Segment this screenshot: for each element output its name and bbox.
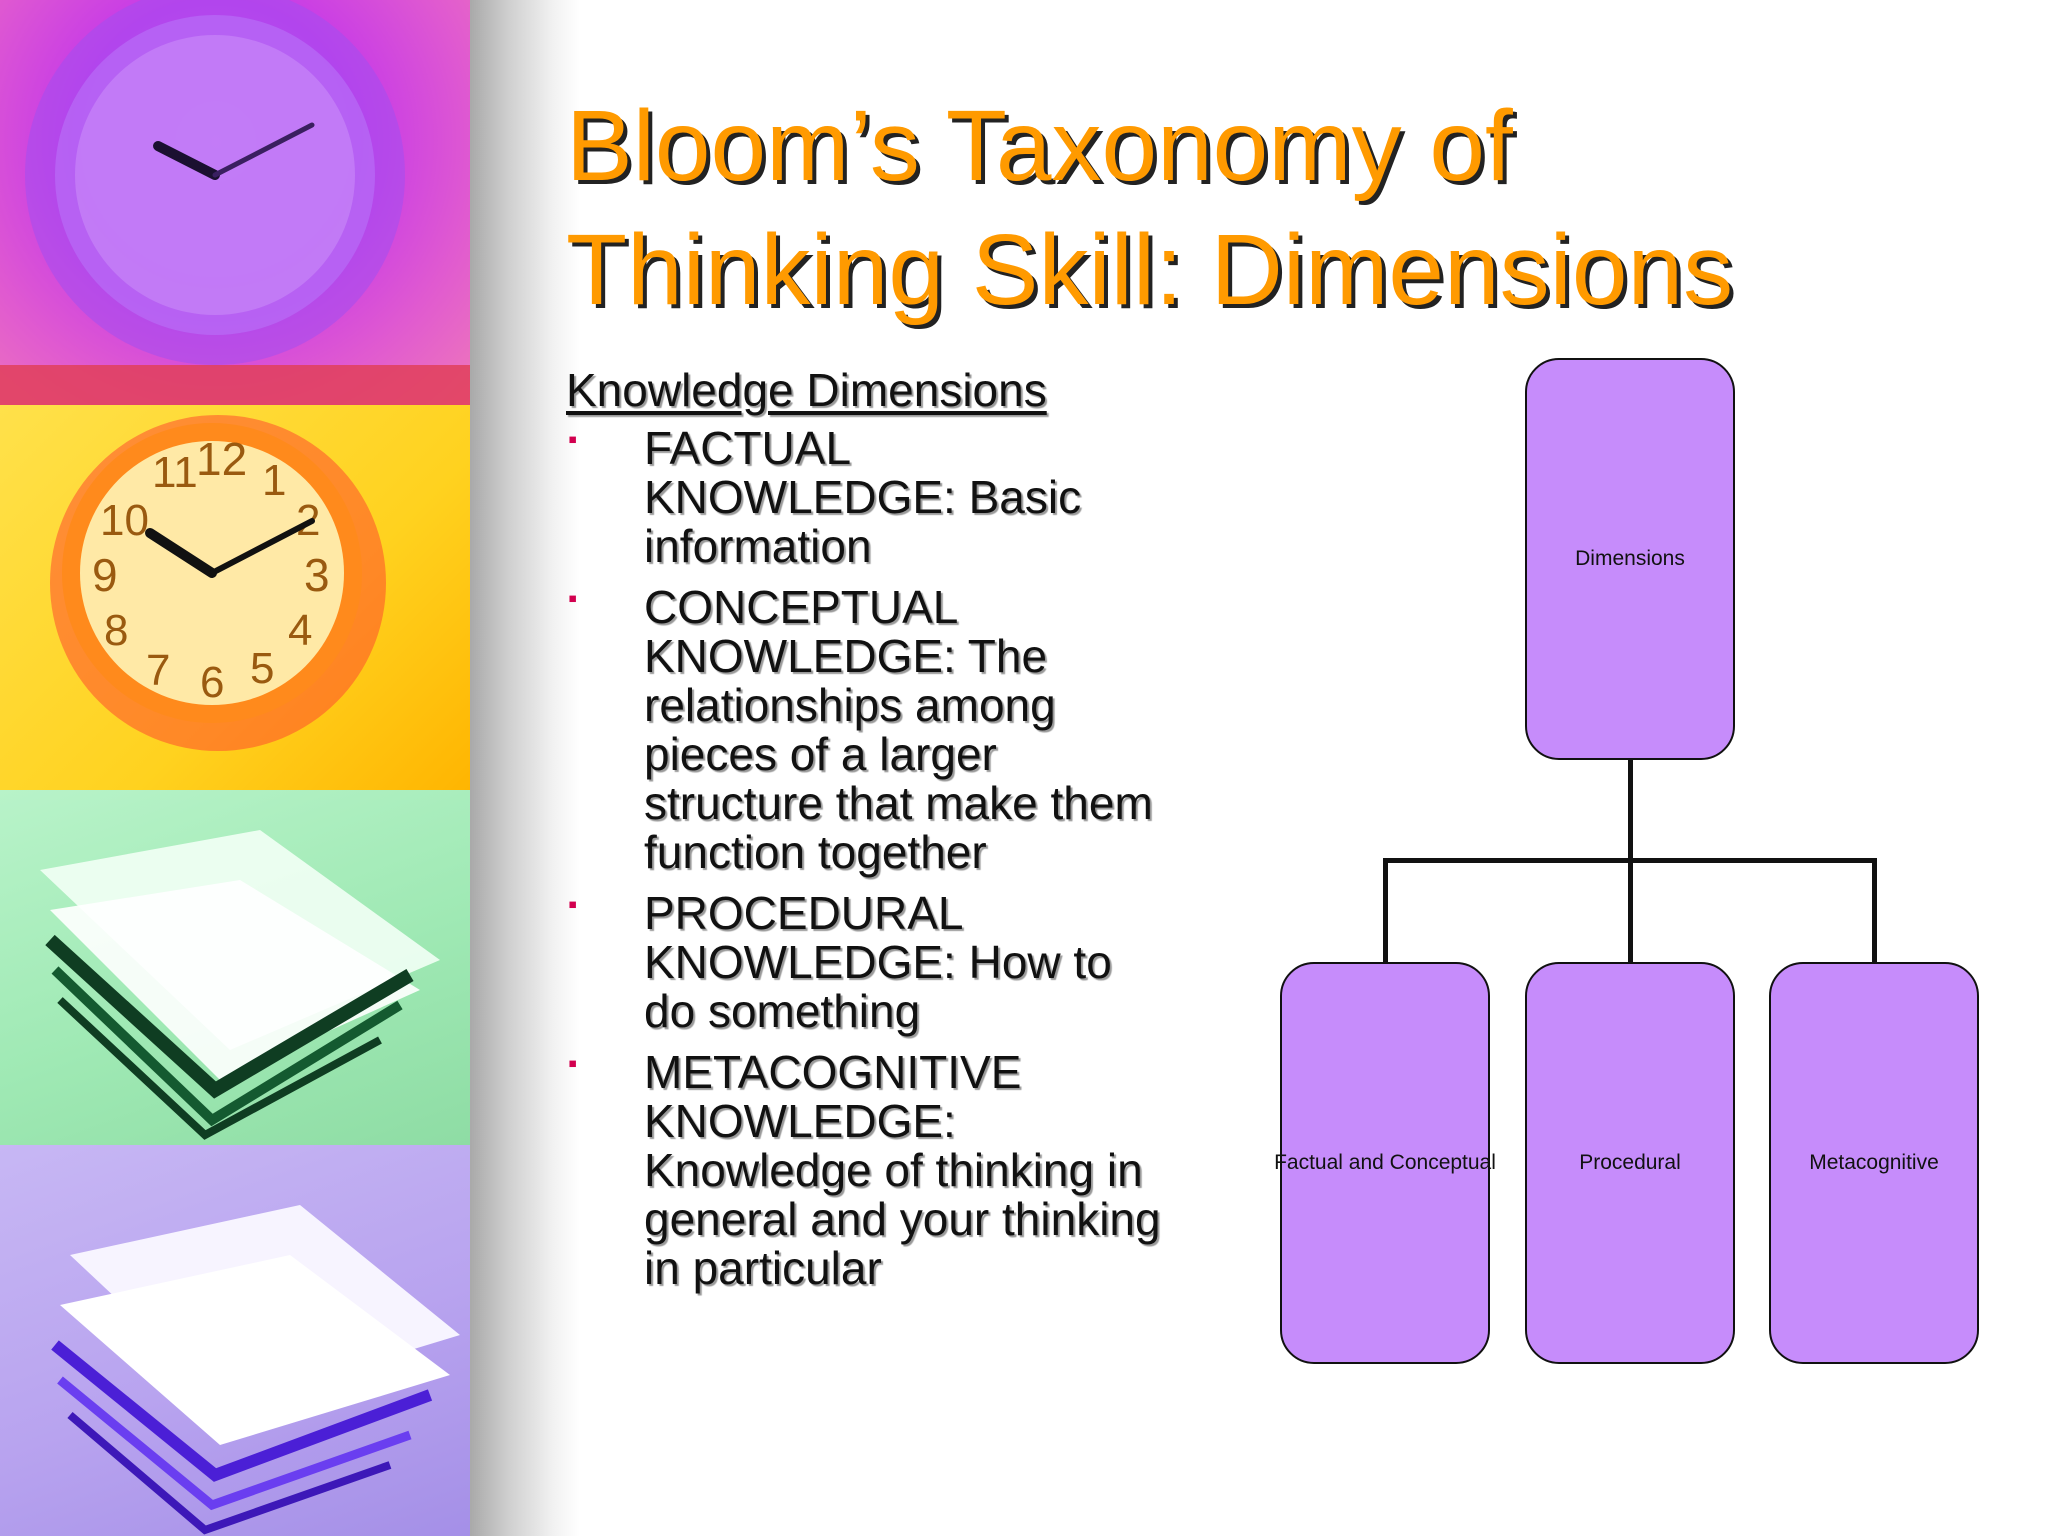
yellow-clock-image: 11 12 1 2 3 4 5 6 7 8 9 10 bbox=[0, 405, 480, 790]
bullet-line: CONCEPTUAL bbox=[644, 581, 959, 633]
connector-line bbox=[1383, 858, 1877, 863]
knowledge-dimensions-text: Knowledge Dimensions ▪ FACTUAL KNOWLEDGE… bbox=[566, 362, 1246, 1305]
bullet-line: function together bbox=[644, 826, 987, 878]
title-line: Thinking Skill: Dimensions bbox=[566, 214, 1734, 326]
bullet-line: structure that make them bbox=[644, 777, 1153, 829]
bullet-conceptual: ▪ CONCEPTUAL KNOWLEDGE: The relationship… bbox=[566, 583, 1246, 877]
bullet-line: KNOWLEDGE: bbox=[644, 1095, 956, 1147]
bullet-line: FACTUAL bbox=[644, 422, 852, 474]
slide-title: Bloom’s Taxonomy of Thinking Skill: Dime… bbox=[566, 84, 1966, 332]
bullet-marker-icon: ▪ bbox=[568, 424, 578, 454]
svg-text:8: 8 bbox=[104, 606, 128, 655]
books-icon bbox=[40, 830, 440, 1140]
svg-text:5: 5 bbox=[250, 644, 274, 693]
svg-text:4: 4 bbox=[288, 606, 312, 655]
books-icon bbox=[51, 1205, 460, 1535]
svg-text:11: 11 bbox=[152, 448, 198, 497]
bullet-line: KNOWLEDGE: How to bbox=[644, 936, 1112, 988]
bullet-line: do something bbox=[644, 985, 921, 1037]
pink-clock-image bbox=[0, 0, 480, 405]
bullet-marker-icon: ▪ bbox=[568, 1048, 578, 1078]
bullet-line: KNOWLEDGE: The bbox=[644, 630, 1048, 682]
connector-line bbox=[1383, 858, 1388, 962]
bullet-line: METACOGNITIVE bbox=[644, 1046, 1022, 1098]
section-heading: Knowledge Dimensions bbox=[566, 364, 1047, 416]
svg-text:7: 7 bbox=[146, 646, 170, 695]
bullet-metacognitive: ▪ METACOGNITIVE KNOWLEDGE: Knowledge of … bbox=[566, 1048, 1246, 1293]
bullet-list: ▪ FACTUAL KNOWLEDGE: Basic information ▪… bbox=[566, 424, 1246, 1293]
chart-box-factual-conceptual: Factual and Conceptual bbox=[1274, 962, 1496, 1364]
svg-text:6: 6 bbox=[200, 658, 224, 707]
strip-shadow-fade bbox=[470, 0, 580, 1536]
bullet-factual: ▪ FACTUAL KNOWLEDGE: Basic information bbox=[566, 424, 1246, 571]
decorative-photo-strip: 11 12 1 2 3 4 5 6 7 8 9 10 bbox=[0, 0, 480, 1536]
connector-line bbox=[1872, 858, 1877, 962]
title-line: Bloom’s Taxonomy of bbox=[566, 90, 1513, 202]
bullet-marker-icon: ▪ bbox=[568, 583, 578, 613]
bullet-marker-icon: ▪ bbox=[568, 889, 578, 919]
clock-icon bbox=[0, 0, 480, 405]
green-books-image bbox=[0, 790, 480, 1145]
bullet-line: relationships among bbox=[644, 679, 1056, 731]
clock-icon: 11 12 1 2 3 4 5 6 7 8 9 10 bbox=[50, 415, 386, 751]
svg-text:1: 1 bbox=[262, 456, 286, 505]
purple-books-image bbox=[0, 1145, 480, 1536]
bullet-line: PROCEDURAL bbox=[644, 887, 964, 939]
bullet-procedural: ▪ PROCEDURAL KNOWLEDGE: How to do someth… bbox=[566, 889, 1246, 1036]
bullet-line: in particular bbox=[644, 1242, 882, 1294]
chart-box-metacognitive: Metacognitive bbox=[1769, 962, 1979, 1364]
chart-box-dimensions: Dimensions bbox=[1525, 358, 1735, 760]
bullet-line: pieces of a larger bbox=[644, 728, 997, 780]
svg-text:10: 10 bbox=[100, 496, 149, 545]
chart-box-procedural: Procedural bbox=[1525, 962, 1735, 1364]
svg-text:12: 12 bbox=[196, 433, 247, 485]
bullet-line: information bbox=[644, 520, 872, 572]
svg-text:9: 9 bbox=[92, 549, 118, 601]
bullet-line: general and your thinking bbox=[644, 1193, 1161, 1245]
dimensions-org-chart: Dimensions Factual and Conceptual Proced… bbox=[1240, 340, 2000, 1380]
svg-text:3: 3 bbox=[304, 549, 330, 601]
bullet-line: Knowledge of thinking in bbox=[644, 1144, 1143, 1196]
bullet-line: KNOWLEDGE: Basic bbox=[644, 471, 1082, 523]
